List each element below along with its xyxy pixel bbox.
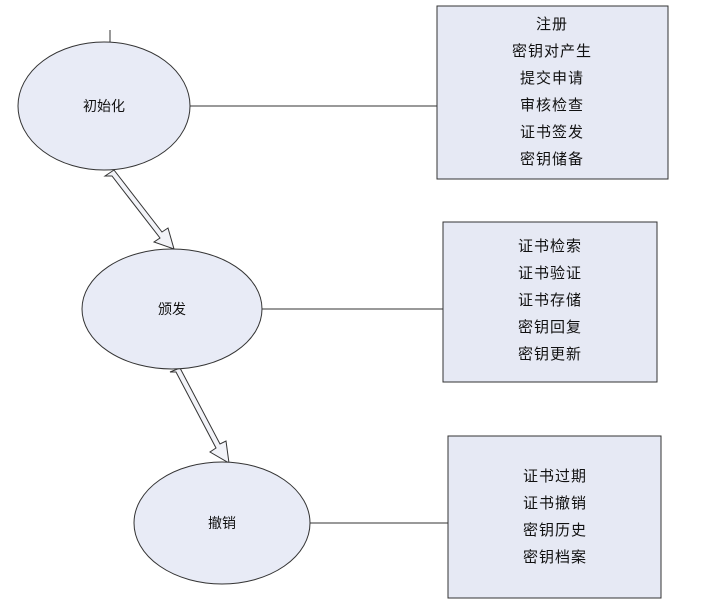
- task-item: 密钥对产生: [512, 42, 592, 60]
- task-item: 证书撤销: [523, 494, 587, 512]
- task-item: 密钥档案: [523, 548, 587, 566]
- task-item: 证书检索: [518, 237, 582, 255]
- task-item: 证书过期: [523, 467, 587, 485]
- task-item: 审核检查: [520, 96, 584, 114]
- stage-node-revoke: 撤销: [133, 461, 311, 585]
- flow-arrow-issue-to-revoke: [169, 367, 230, 464]
- stage-node-init: 初始化: [17, 41, 191, 171]
- task-box-revoke: 证书过期 证书撤销 密钥历史 密钥档案: [447, 435, 662, 599]
- task-item: 证书签发: [520, 123, 584, 141]
- flow-arrow-init-to-issue: [103, 169, 175, 250]
- task-item: 证书存储: [518, 291, 582, 309]
- task-box-init: 注册 密钥对产生 提交申请 审核检查 证书签发 密钥储备: [436, 5, 669, 180]
- task-item: 证书验证: [518, 264, 582, 282]
- stage-label-init: 初始化: [83, 98, 125, 115]
- stage-label-issue: 颁发: [158, 302, 186, 318]
- task-item: 注册: [536, 15, 568, 33]
- task-item: 密钥更新: [518, 345, 582, 363]
- task-item: 密钥回复: [518, 318, 582, 336]
- stage-node-issue: 颁发: [81, 248, 263, 370]
- task-item: 密钥储备: [520, 150, 584, 168]
- stage-label-revoke: 撤销: [208, 516, 236, 532]
- task-box-issue: 证书检索 证书验证 证书存储 密钥回复 密钥更新: [442, 221, 658, 383]
- task-item: 提交申请: [520, 69, 584, 87]
- task-item: 密钥历史: [523, 521, 587, 539]
